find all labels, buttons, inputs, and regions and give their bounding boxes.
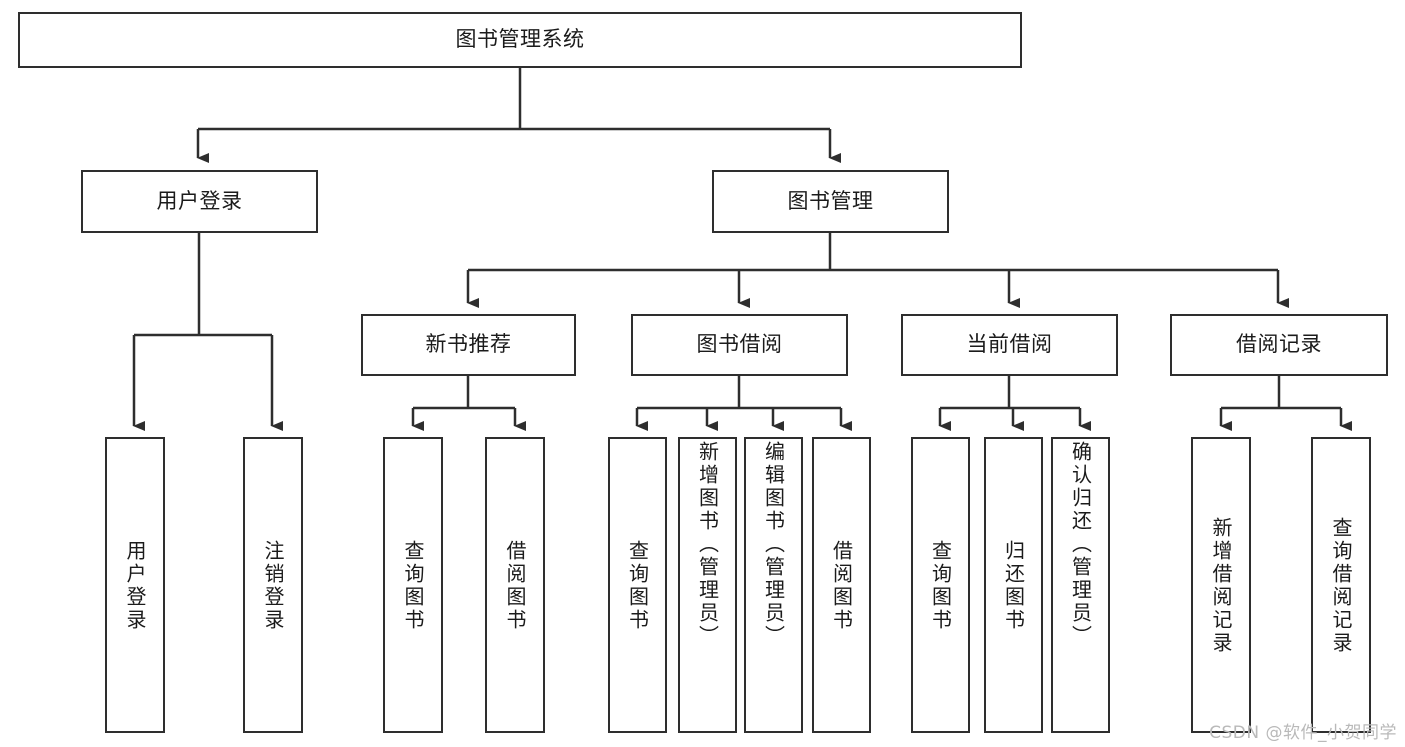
leaf-user-login[interactable]: 用户登录 — [105, 437, 165, 733]
leaf-borrow-book-1[interactable]: 借阅图书 — [485, 437, 545, 733]
leaf-add-book[interactable]: 新增图书（管理员） — [678, 437, 737, 733]
leaf-confirm-return-label: 确认归还（管理员） — [1068, 441, 1093, 648]
leaf-logout-login[interactable]: 注销登录 — [243, 437, 303, 733]
leaf-query-book-2[interactable]: 查询图书 — [608, 437, 667, 733]
leaf-query-book-1[interactable]: 查询图书 — [383, 437, 443, 733]
node-new-book-recommend[interactable]: 新书推荐 — [361, 314, 576, 376]
node-book-manage-label: 图书管理 — [787, 188, 874, 213]
leaf-query-book-3[interactable]: 查询图书 — [911, 437, 970, 733]
leaf-query-record-label: 查询借阅记录 — [1329, 517, 1353, 655]
leaf-add-record[interactable]: 新增借阅记录 — [1191, 437, 1251, 733]
node-root[interactable]: 图书管理系统 — [18, 12, 1022, 68]
leaf-borrow-book-1-label: 借阅图书 — [503, 540, 527, 632]
leaf-return-book-label: 归还图书 — [1001, 540, 1026, 632]
node-book-borrow[interactable]: 图书借阅 — [631, 314, 848, 376]
leaf-logout-login-label: 注销登录 — [261, 540, 285, 632]
leaf-return-book[interactable]: 归还图书 — [984, 437, 1043, 733]
leaf-confirm-return[interactable]: 确认归还（管理员） — [1051, 437, 1110, 733]
node-borrow-record[interactable]: 借阅记录 — [1170, 314, 1388, 376]
node-root-label: 图书管理系统 — [455, 27, 585, 52]
leaf-query-book-2-label: 查询图书 — [625, 540, 650, 632]
node-user-login-label: 用户登录 — [156, 188, 243, 213]
leaf-borrow-book-2-label: 借阅图书 — [829, 540, 854, 632]
node-current-borrow[interactable]: 当前借阅 — [901, 314, 1118, 376]
node-current-borrow-label: 当前借阅 — [966, 332, 1053, 357]
node-new-book-recommend-label: 新书推荐 — [425, 332, 512, 357]
leaf-query-book-1-label: 查询图书 — [401, 540, 425, 632]
node-book-borrow-label: 图书借阅 — [696, 332, 783, 357]
leaf-add-book-label: 新增图书（管理员） — [695, 441, 720, 648]
node-borrow-record-label: 借阅记录 — [1236, 332, 1322, 357]
leaf-borrow-book-2[interactable]: 借阅图书 — [812, 437, 871, 733]
leaf-query-book-3-label: 查询图书 — [928, 540, 953, 632]
node-book-manage[interactable]: 图书管理 — [712, 170, 949, 233]
leaf-edit-book-label: 编辑图书（管理员） — [761, 441, 786, 648]
leaf-edit-book[interactable]: 编辑图书（管理员） — [744, 437, 803, 733]
leaf-query-record[interactable]: 查询借阅记录 — [1311, 437, 1371, 733]
leaf-add-record-label: 新增借阅记录 — [1209, 517, 1233, 655]
leaf-user-login-label: 用户登录 — [123, 540, 147, 632]
node-user-login[interactable]: 用户登录 — [81, 170, 318, 233]
csdn-watermark: CSDN @软件_小贺同学 — [1209, 723, 1397, 743]
